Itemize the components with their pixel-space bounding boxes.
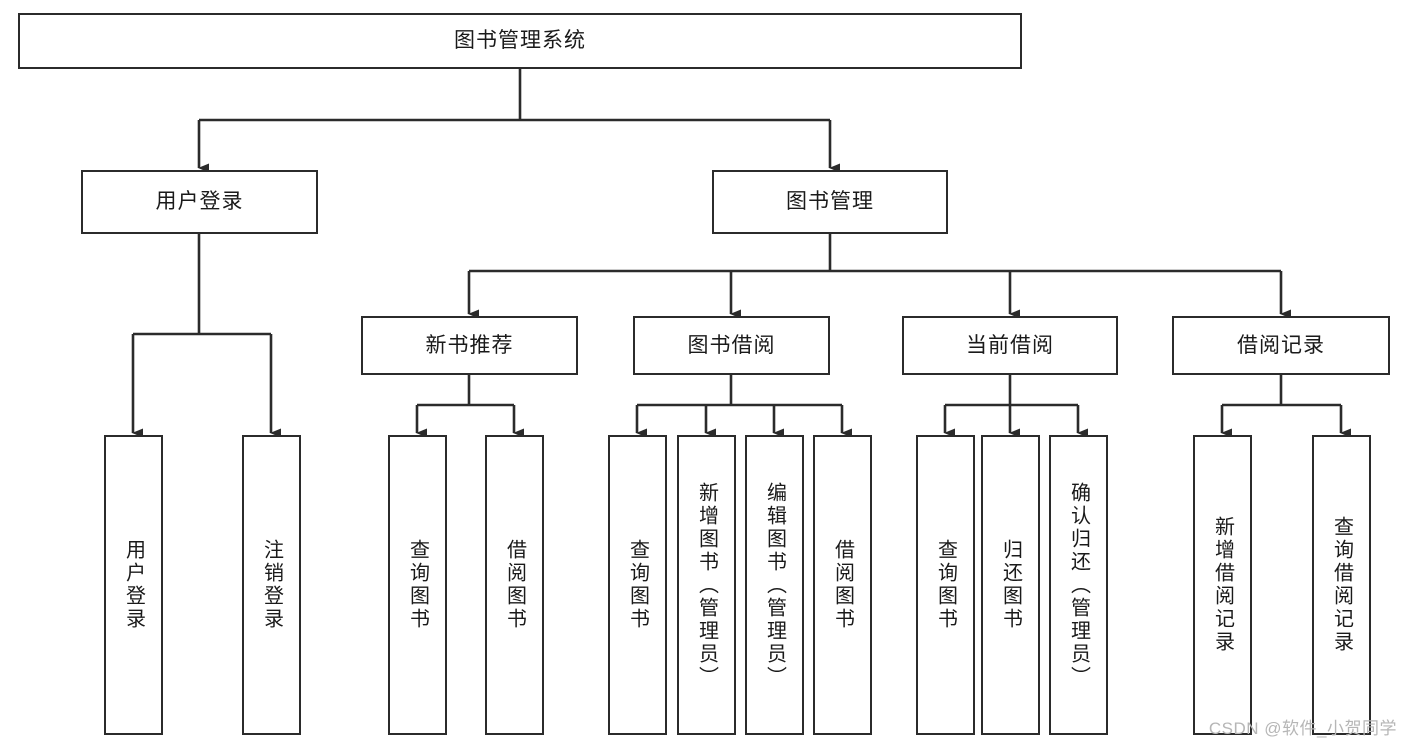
leaf-user-login-label: 用户登录: [122, 539, 145, 631]
leaf-confirm-return[interactable]: 确认归还（管理员）: [1049, 435, 1108, 735]
leaf-user-login[interactable]: 用户登录: [104, 435, 163, 735]
node-book-borrow-label: 图书借阅: [687, 333, 776, 357]
node-borrow-record-label: 借阅记录: [1237, 333, 1325, 357]
node-book-borrow[interactable]: 图书借阅: [633, 316, 830, 375]
leaf-borrow-book-1-label: 借阅图书: [503, 539, 526, 631]
leaf-query-book-3[interactable]: 查询图书: [916, 435, 975, 735]
leaf-borrow-book-2[interactable]: 借阅图书: [813, 435, 872, 735]
leaf-logout-label: 注销登录: [260, 539, 283, 631]
leaf-return-book[interactable]: 归还图书: [981, 435, 1040, 735]
leaf-logout[interactable]: 注销登录: [242, 435, 301, 735]
node-borrow-record[interactable]: 借阅记录: [1172, 316, 1390, 375]
node-user-login[interactable]: 用户登录: [81, 170, 318, 234]
node-user-login-label: 用户登录: [155, 190, 244, 214]
leaf-query-record[interactable]: 查询借阅记录: [1312, 435, 1371, 735]
leaf-query-book-2[interactable]: 查询图书: [608, 435, 667, 735]
node-current-borrow[interactable]: 当前借阅: [902, 316, 1118, 375]
leaf-add-book[interactable]: 新增图书（管理员）: [677, 435, 736, 735]
leaf-query-book-1-label: 查询图书: [406, 539, 429, 631]
node-book-manage-label: 图书管理: [786, 190, 874, 214]
leaf-borrow-book-1[interactable]: 借阅图书: [485, 435, 544, 735]
node-book-manage[interactable]: 图书管理: [712, 170, 948, 234]
node-new-book-recommend[interactable]: 新书推荐: [361, 316, 578, 375]
leaf-edit-book[interactable]: 编辑图书（管理员）: [745, 435, 804, 735]
node-current-borrow-label: 当前借阅: [966, 333, 1054, 357]
node-root[interactable]: 图书管理系统: [18, 13, 1022, 69]
leaf-add-record-label: 新增借阅记录: [1211, 516, 1234, 654]
leaf-borrow-book-2-label: 借阅图书: [831, 539, 854, 631]
leaf-add-book-label: 新增图书（管理员）: [695, 481, 718, 689]
leaf-confirm-return-label: 确认归还（管理员）: [1067, 481, 1090, 689]
leaf-query-record-label: 查询借阅记录: [1330, 516, 1353, 654]
leaf-edit-book-label: 编辑图书（管理员）: [763, 481, 786, 689]
node-root-label: 图书管理系统: [454, 29, 586, 53]
csdn-watermark: CSDN @软件_小贺同学: [1208, 719, 1397, 738]
leaf-query-book-1[interactable]: 查询图书: [388, 435, 447, 735]
leaf-query-book-2-label: 查询图书: [626, 539, 649, 631]
leaf-return-book-label: 归还图书: [999, 539, 1022, 631]
leaf-add-record[interactable]: 新增借阅记录: [1193, 435, 1252, 735]
node-new-book-recommend-label: 新书推荐: [425, 333, 514, 357]
leaf-query-book-3-label: 查询图书: [934, 539, 957, 631]
